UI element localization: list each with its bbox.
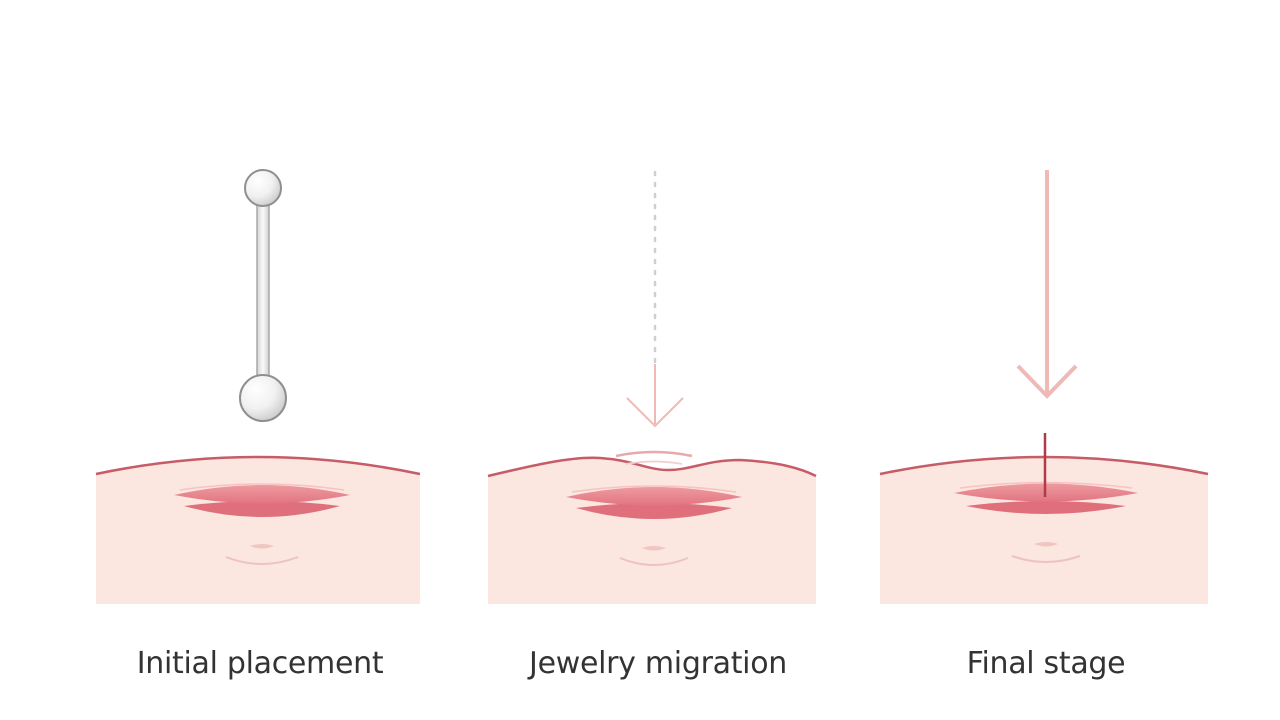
pressure-line-inner: [625, 460, 683, 465]
barbell-top-ball: [244, 169, 282, 207]
barbell-bottom-ball: [239, 374, 287, 422]
navel-lower-fold: [576, 503, 732, 519]
barbell-jewelry-icon: [239, 169, 287, 422]
belly-crease: [642, 546, 666, 551]
down-arrow-icon: [626, 170, 684, 428]
stage-caption-initial-placement: Initial placement: [136, 646, 384, 681]
skin-outline: [95, 455, 421, 476]
panel-final-stage: [879, 170, 1209, 604]
belly-crease: [1034, 542, 1058, 547]
skin-section: [96, 457, 420, 604]
skin-outline: [487, 456, 817, 478]
belly-crease: [250, 544, 274, 549]
final-arrow-head: [1016, 364, 1078, 399]
stage-caption-jewelry-migration: Jewelry migration: [529, 646, 787, 681]
panel-jewelry-migration: [487, 170, 817, 604]
skin-section: [488, 457, 816, 604]
navel-rim: [571, 485, 737, 493]
stage-caption-final-stage: Final stage: [966, 646, 1126, 681]
navel-lower-fold: [184, 501, 340, 517]
navel-rim: [179, 483, 345, 491]
belly-curve: [619, 557, 689, 566]
navel-upper-fold: [566, 487, 742, 506]
migration-arrow-head: [626, 397, 684, 428]
barbell-bar: [256, 185, 270, 397]
belly-curve: [225, 556, 299, 565]
navel-upper-fold: [174, 485, 350, 504]
navel-lower-fold: [966, 501, 1126, 514]
down-arrow-icon: [1016, 170, 1078, 399]
panel-initial-placement: [95, 169, 421, 604]
pressure-line-outer: [615, 450, 693, 458]
belly-curve: [1011, 555, 1081, 563]
